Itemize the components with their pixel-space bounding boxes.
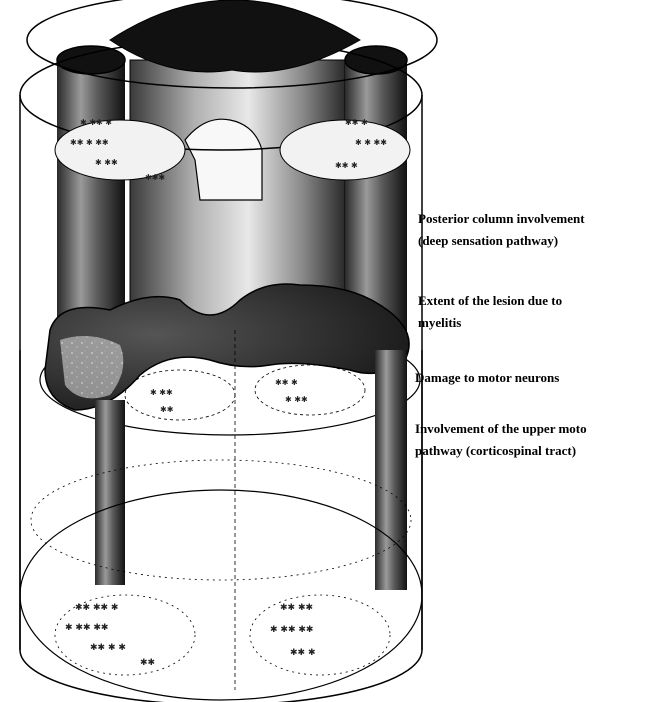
label-posterior-line1: Posterior column involvement bbox=[418, 208, 585, 230]
svg-text:✱✱ ✱: ✱✱ ✱ bbox=[345, 118, 368, 127]
svg-text:✱ ✱✱ ✱: ✱ ✱✱ ✱ bbox=[80, 118, 112, 127]
svg-text:✱✱: ✱✱ bbox=[160, 405, 174, 414]
svg-text:✱ ✱✱: ✱ ✱✱ bbox=[285, 395, 308, 404]
svg-text:✱ ✱✱: ✱ ✱✱ bbox=[150, 388, 173, 397]
label-posterior-line2: (deep sensation pathway) bbox=[418, 230, 585, 252]
svg-text:✱✱ ✱ ✱: ✱✱ ✱ ✱ bbox=[90, 643, 126, 653]
svg-text:✱✱✱: ✱✱✱ bbox=[145, 173, 165, 182]
svg-text:✱ ✱✱ ✱✱: ✱ ✱✱ ✱✱ bbox=[65, 623, 108, 633]
corticospinal-column-left bbox=[95, 400, 125, 585]
svg-text:✱ ✱ ✱✱: ✱ ✱ ✱✱ bbox=[355, 138, 387, 147]
label-upper-motor-pathway: Involvement of the upper moto pathway (c… bbox=[415, 418, 587, 462]
label-motor-neurons-text: Damage to motor neurons bbox=[415, 367, 559, 389]
svg-text:✱✱ ✱: ✱✱ ✱ bbox=[290, 648, 315, 658]
posterior-column-left bbox=[57, 46, 125, 350]
label-upper-line2: pathway (corticospinal tract) bbox=[415, 440, 587, 462]
corticospinal-column-right bbox=[375, 350, 407, 590]
label-lesion-line1: Extent of the lesion due to bbox=[418, 290, 562, 312]
svg-text:✱ ✱✱: ✱ ✱✱ bbox=[95, 158, 118, 167]
label-lesion-extent: Extent of the lesion due to myelitis bbox=[418, 290, 562, 334]
label-motor-neurons: Damage to motor neurons bbox=[415, 367, 559, 389]
svg-text:✱✱ ✱: ✱✱ ✱ bbox=[275, 378, 298, 387]
label-upper-line1: Involvement of the upper moto bbox=[415, 418, 587, 440]
svg-text:✱✱ ✱ ✱✱: ✱✱ ✱ ✱✱ bbox=[70, 138, 109, 147]
svg-text:✱ ✱✱ ✱✱: ✱ ✱✱ ✱✱ bbox=[270, 625, 313, 635]
svg-text:✱✱: ✱✱ bbox=[140, 658, 155, 668]
label-posterior-column: Posterior column involvement (deep sensa… bbox=[418, 208, 585, 252]
svg-text:✱✱ ✱✱ ✱: ✱✱ ✱✱ ✱ bbox=[75, 603, 118, 613]
svg-text:✱✱ ✱: ✱✱ ✱ bbox=[335, 161, 358, 170]
label-lesion-line2: myelitis bbox=[418, 312, 562, 334]
svg-text:✱✱ ✱✱: ✱✱ ✱✱ bbox=[280, 603, 313, 613]
